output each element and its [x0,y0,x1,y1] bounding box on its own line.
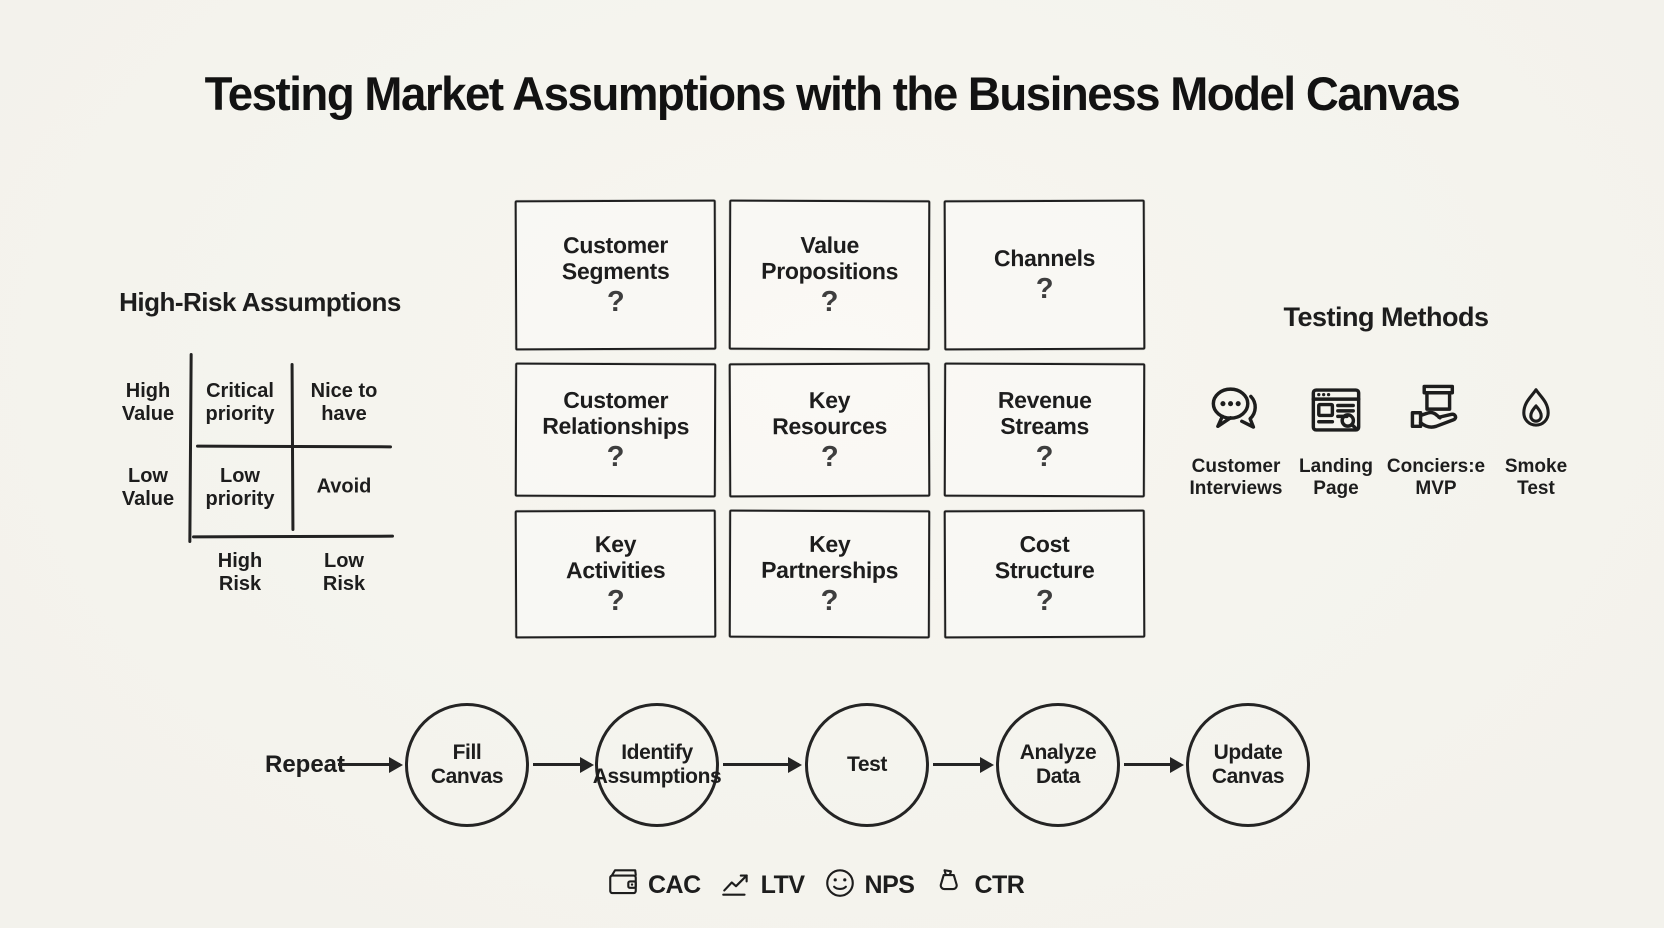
metric-nps: NPS [823,866,915,905]
method-label: Customer Interviews [1189,456,1283,499]
question-mark: ? [820,585,839,618]
question-mark: ? [1035,585,1054,618]
matrix-cell-nice-to-have: Nice to have [310,380,378,425]
matrix-col-label-high-risk: High Risk [217,550,263,595]
cursor-click-icon [932,866,966,905]
method-label: Landing Page [1299,456,1373,499]
canvas-box-cost-structure: Cost Structure ? [943,509,1146,639]
canvas-box-key-partnerships: Key Partnerships ? [729,509,931,639]
risk-matrix: High-Risk Assumptions High Value Low Val… [110,285,420,615]
matrix-col-label-low-risk: Low Risk [322,550,366,595]
business-model-canvas-grid: Customer Segments ? Value Propositions ?… [514,199,1146,639]
canvas-box-label: Channels [993,244,1095,271]
flow-node-label: Fill Canvas [430,741,504,788]
risk-matrix-title: High-Risk Assumptions [119,287,401,317]
matrix-row-label-low-value: Low Value [121,465,175,510]
canvas-box-value-propositions: Value Propositions ? [729,199,931,351]
canvas-box-label: Revenue Streams [997,386,1092,439]
canvas-box-label: Customer Relationships [542,386,690,439]
flow-node-label: Analyze Data [1019,741,1097,788]
question-mark: ? [820,286,839,319]
flame-icon [1510,381,1562,444]
matrix-row-label-high-value: High Value [121,380,175,425]
canvas-box-key-activities: Key Activities ? [514,509,717,639]
question-mark: ? [606,286,625,319]
method-label: Conciers:e MVP [1386,456,1486,499]
trend-up-icon [719,866,753,905]
flow-node-test: Test [805,703,929,827]
metric-ltv: LTV [719,866,805,905]
flow-arrow [723,756,802,773]
matrix-axis-horizontal-line [191,534,395,539]
smiley-icon [823,866,857,905]
canvas-box-channels: Channels ? [943,199,1146,351]
method-smoke-test: Smoke Test [1490,381,1582,500]
wallet-icon [606,866,640,905]
metric-label: LTV [760,871,805,899]
flow-arrow [933,756,994,773]
matrix-cell-critical-priority: Critical priority [205,380,275,425]
question-mark: ? [606,585,625,618]
flow-node-label: Identify Assumptions [592,741,722,788]
canvas-box-label: Cost Structure [994,530,1095,583]
metric-label: NPS [864,871,915,899]
question-mark: ? [1035,273,1054,306]
question-mark: ? [606,441,625,474]
flow-node-update-canvas: Update Canvas [1186,703,1310,827]
flow-arrow [338,756,403,773]
canvas-box-label: Customer Segments [561,231,670,284]
matrix-axis-vertical-line [188,352,193,544]
page-title: Testing Market Assumptions with the Busi… [204,67,1461,120]
canvas-box-customer-segments: Customer Segments ? [514,199,717,351]
matrix-cell-low-priority: Low priority [205,465,275,510]
question-mark: ? [1035,441,1054,474]
canvas-box-label: Key Resources [772,386,888,439]
flow-node-identify-assumptions: Identify Assumptions [592,703,722,827]
matrix-cell-avoid: Avoid [316,475,372,498]
canvas-box-customer-relationships: Customer Relationships ? [514,362,717,498]
testing-methods-row: Customer Interviews [1190,381,1582,500]
canvas-box-revenue-streams: Revenue Streams ? [943,362,1146,498]
testing-methods-panel: Testing Methods Customer Interviews [1190,302,1582,500]
flow-arrow [1124,756,1184,773]
method-label: Smoke Test [1504,456,1568,499]
method-customer-interviews: Customer Interviews [1190,381,1282,500]
canvas-box-key-resources: Key Resources ? [729,362,931,498]
flow-start-label: Repeat [264,751,346,778]
metric-cac: CAC [606,866,701,905]
canvas-box-label: Key Activities [565,530,666,583]
flow-node-analyze-data: Analyze Data [996,703,1120,827]
metric-ctr: CTR [932,866,1025,905]
hand-box-icon [1406,381,1466,444]
method-landing-page: Landing Page [1290,381,1382,500]
metric-label: CTR [974,871,1025,899]
landing-page-icon [1307,381,1365,444]
flow-arrow [533,756,594,773]
metrics-row: CAC LTV NPS [606,866,1025,905]
flow-node-fill-canvas: Fill Canvas [405,703,529,827]
chat-bubbles-icon [1207,381,1265,444]
method-concierge-mvp: Conciers:e MVP [1386,381,1486,500]
flow-node-label: Test [846,753,888,777]
metric-label: CAC [648,871,701,899]
matrix-divider-horizontal-line [195,444,393,449]
testing-methods-title: Testing Methods [1283,302,1490,332]
canvas-box-label: Key Partnerships [761,530,899,583]
canvas-box-label: Value Propositions [761,231,899,284]
question-mark: ? [821,441,840,474]
flow-node-label: Update Canvas [1211,741,1285,788]
